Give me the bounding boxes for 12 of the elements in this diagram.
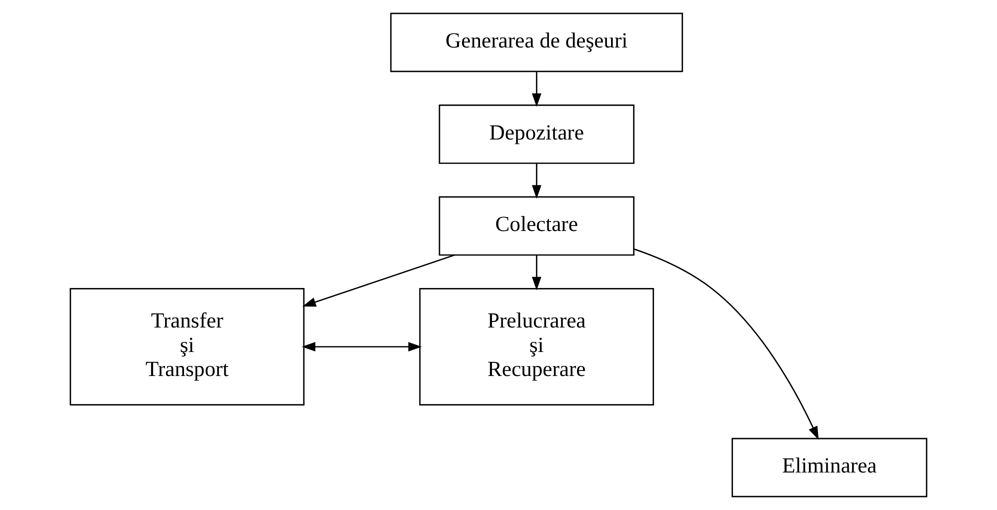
arrow (302, 342, 422, 352)
node-box: Depozitare (438, 104, 634, 164)
arrow (532, 163, 542, 199)
arrow (532, 255, 542, 290)
node-box: Transfer şi Transport (70, 288, 305, 406)
node-box: Eliminarea (732, 438, 928, 498)
node-box: Prelucrarea şi Recuperare (419, 288, 654, 406)
arrow (302, 254, 455, 307)
arrow (634, 248, 819, 440)
arrow (532, 72, 542, 107)
node-box: Colectare (438, 196, 634, 256)
node-box: Generarea de deşeuri (390, 12, 684, 72)
